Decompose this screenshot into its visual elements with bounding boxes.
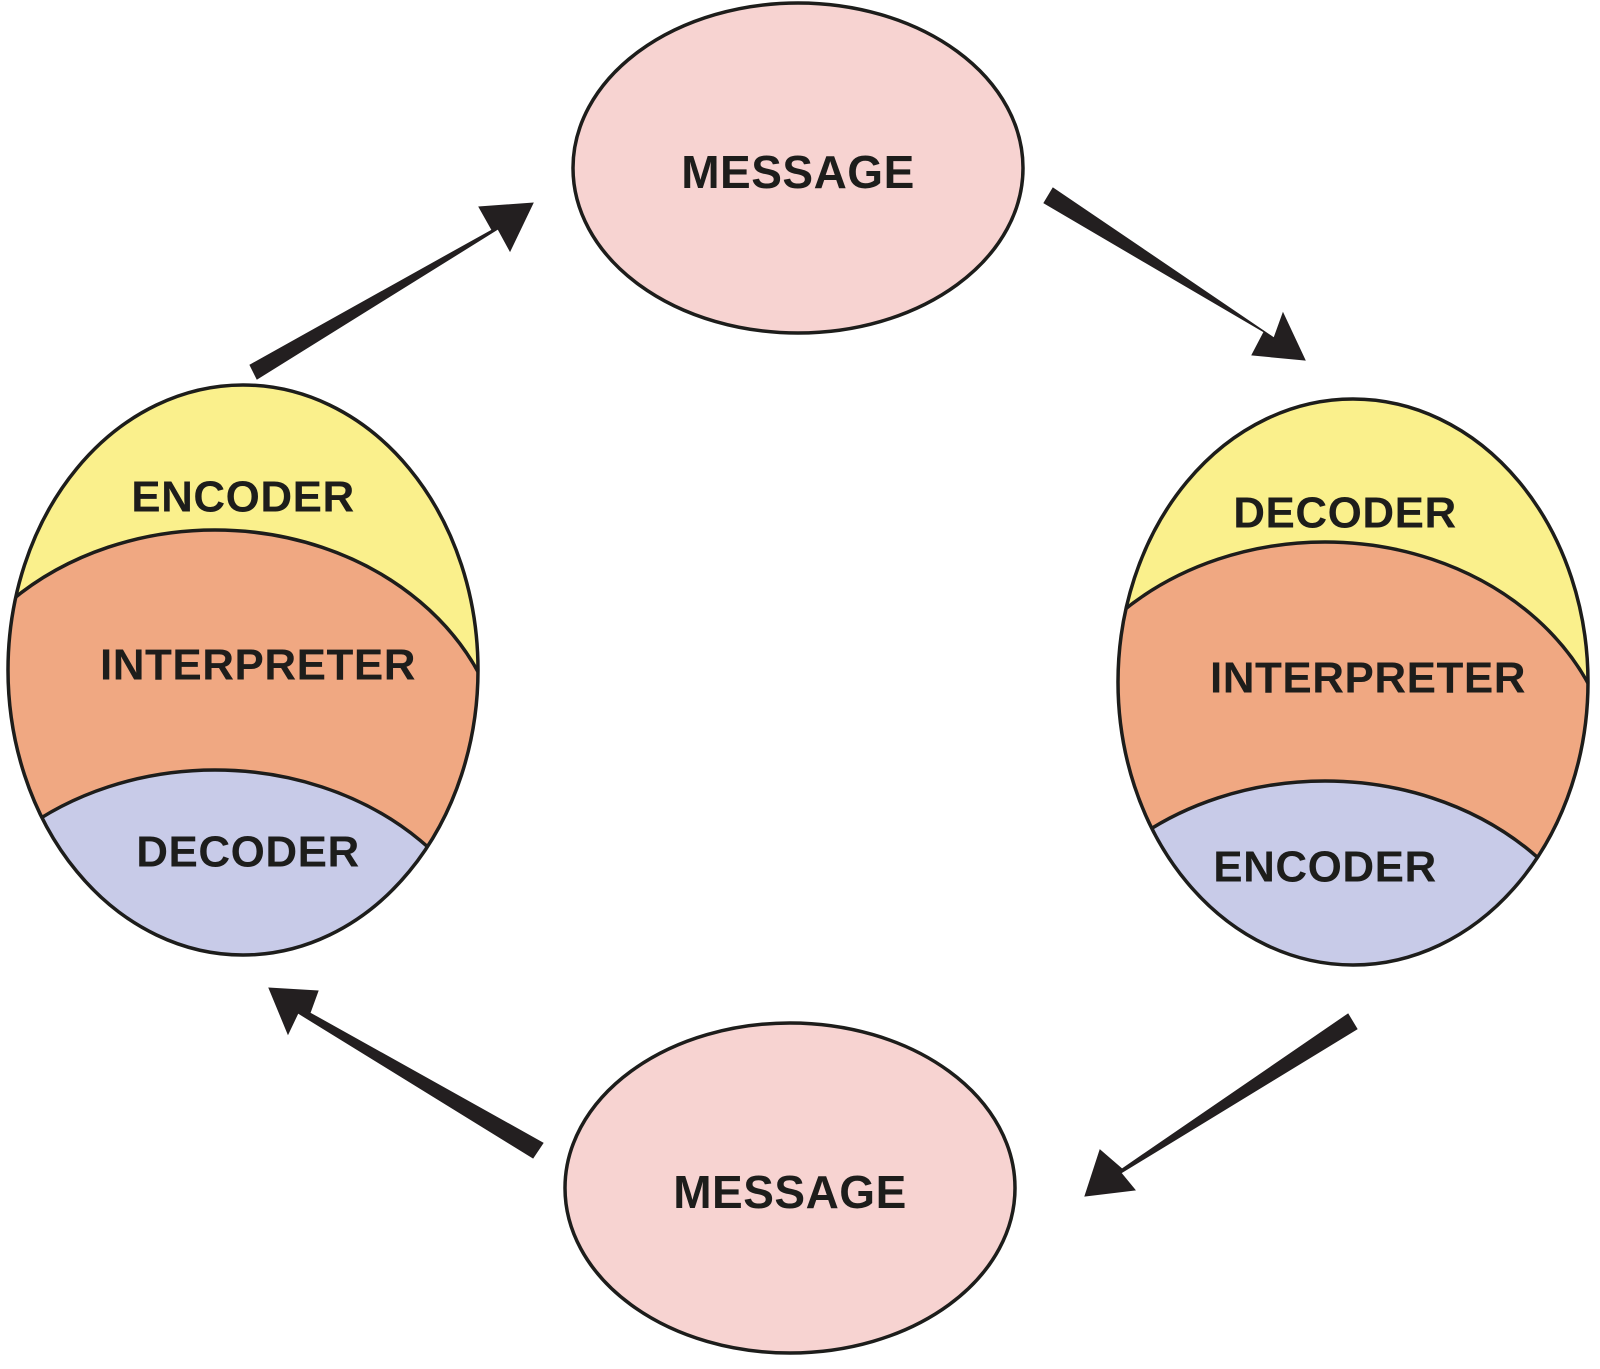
arrow-left-to-top-message bbox=[249, 202, 534, 380]
left-segment-label-top: ENCODER bbox=[131, 473, 355, 522]
left-segment-label-middle: INTERPRETER bbox=[100, 641, 416, 690]
left-segment-label-bottom: DECODER bbox=[136, 828, 360, 877]
node-message-bottom[interactable]: MESSAGE bbox=[563, 1021, 1017, 1355]
message-top-ellipse[interactable] bbox=[571, 1, 1025, 335]
arrow-top-message-to-right-shape bbox=[1043, 187, 1306, 361]
arrow-top-message-to-right bbox=[1043, 187, 1306, 361]
right-circle-outline bbox=[1116, 397, 1590, 967]
node-communicator-left[interactable]: ENCODER INTERPRETER DECODER bbox=[0, 383, 505, 1250]
right-segment-label-middle: INTERPRETER bbox=[1210, 654, 1526, 703]
node-communicator-right[interactable]: DECODER INTERPRETER ENCODER bbox=[1035, 397, 1600, 1259]
right-segment-label-bottom: ENCODER bbox=[1213, 843, 1437, 892]
left-circle-outline bbox=[6, 383, 480, 957]
arrow-left-to-top-message-shape bbox=[249, 202, 534, 380]
message-top-label: MESSAGE bbox=[681, 146, 915, 198]
arrow-bottom-message-to-left bbox=[268, 987, 544, 1159]
node-message-top[interactable]: MESSAGE bbox=[571, 1, 1025, 335]
right-segment-label-top: DECODER bbox=[1233, 489, 1457, 538]
arrow-bottom-message-to-left-shape bbox=[268, 987, 544, 1159]
message-bottom-label: MESSAGE bbox=[673, 1166, 907, 1218]
arrow-right-to-bottom-message-shape bbox=[1084, 1013, 1358, 1197]
message-bottom-ellipse[interactable] bbox=[563, 1021, 1017, 1355]
arrow-right-to-bottom-message bbox=[1084, 1013, 1358, 1197]
